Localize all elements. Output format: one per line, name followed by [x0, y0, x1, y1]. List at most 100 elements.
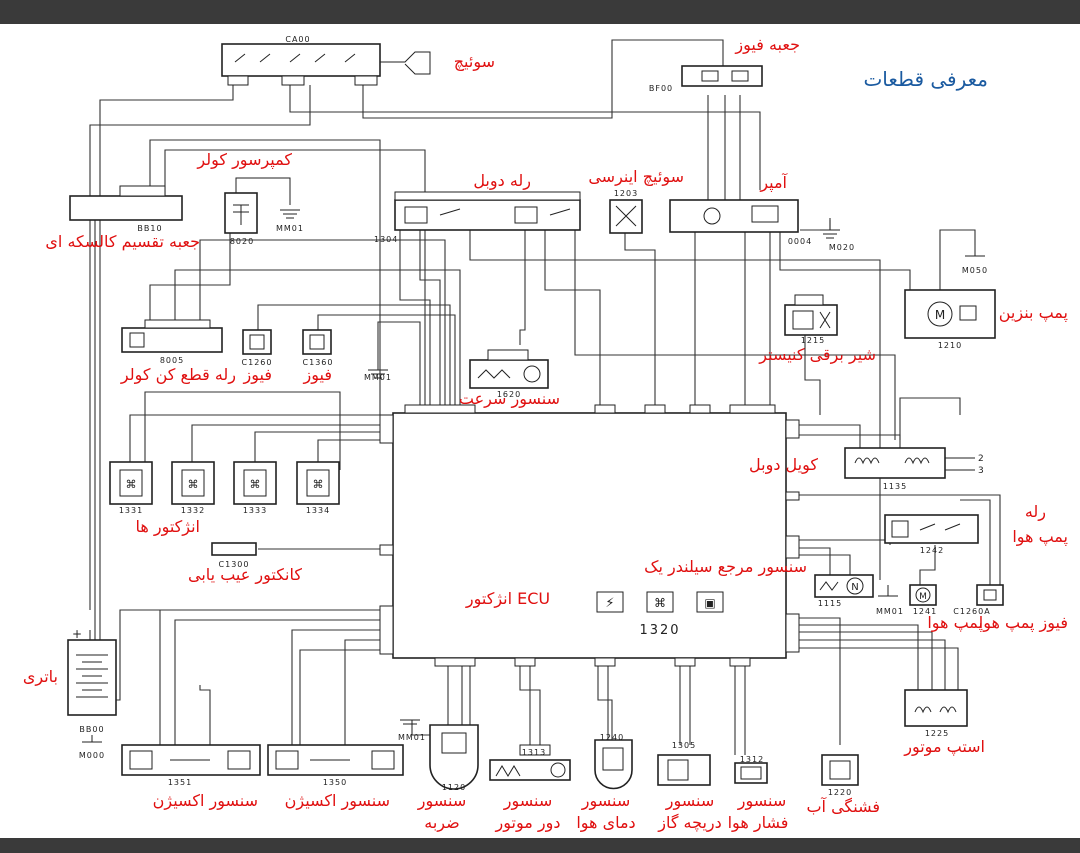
- component-diagnostic-connector[interactable]: C1300 کانکتور عیب یابی: [188, 542, 302, 585]
- stepper-motor-code: 1225: [925, 729, 949, 738]
- component-injector-1331[interactable]: ⌘ 1331: [109, 461, 153, 515]
- double-relay-code: 1304: [374, 235, 398, 244]
- diagnostic-connector-label: کانکتور عیب یابی: [188, 565, 302, 585]
- component-inertia-switch[interactable]: 1203 سوئیچ اینرسی: [588, 167, 684, 234]
- ground-mm01-c-code: MM01: [876, 607, 904, 616]
- battery-code: BB00: [79, 725, 104, 734]
- fuse-c1260-code: C1260: [242, 358, 273, 367]
- component-water-sensor[interactable]: 1220 فشنگی آب: [806, 754, 880, 816]
- svg-text:+: +: [72, 627, 82, 641]
- ground-m020: M020: [820, 218, 854, 252]
- component-fuse-c1360[interactable]: C1360 فیوز: [302, 329, 334, 385]
- ground-m000: M000: [79, 735, 105, 760]
- injector-1333-code: 1333: [243, 506, 267, 515]
- knock-sensor-label-line2: ضربه: [424, 813, 459, 833]
- air-temp-sensor-label-line1: سنسور: [581, 791, 631, 811]
- inertia-switch-label: سوئیچ اینرسی: [588, 167, 684, 187]
- component-battery[interactable]: + BB00 باتری: [23, 627, 117, 734]
- ground-m050-code: M050: [962, 266, 988, 275]
- injectors-label: انژکتور ها: [135, 517, 200, 537]
- air-pressure-sensor-code: 1312: [740, 755, 764, 764]
- component-injector-1334[interactable]: ⌘ 1334: [296, 461, 340, 515]
- double-coil-label: کویل دوبل: [749, 455, 818, 475]
- ecu-code: 1320: [639, 623, 680, 638]
- ground-mm01-b-code: MM01: [364, 373, 392, 382]
- svg-text:2: 2: [978, 454, 984, 464]
- svg-text:⌘: ⌘: [250, 478, 261, 491]
- injector-1331-code: 1331: [119, 506, 143, 515]
- cylinder-ref-sensor-label: سنسور مرجع سیلندر یک: [644, 557, 807, 577]
- component-fuse-box[interactable]: BF00 جعبه فیوز: [649, 35, 800, 93]
- component-oxygen-sensor-1350[interactable]: 1350 سنسور اکسیژن: [267, 744, 404, 811]
- cooler-cut-relay-code: 8005: [160, 356, 184, 365]
- throttle-sensor-label-line2: دریچه گاز: [657, 813, 722, 833]
- component-throttle-sensor[interactable]: 1305 سنسور دریچه گاز: [657, 741, 722, 833]
- oxygen-sensor-1351-label: سنسور اکسیژن: [153, 791, 258, 811]
- ground-m050: M050: [962, 245, 988, 275]
- oxygen-sensor-1350-code: 1350: [323, 778, 347, 787]
- component-canister-valve[interactable]: 1215 شیر برقی کنیستر: [758, 294, 876, 365]
- battery-label: باتری: [23, 667, 58, 687]
- water-sensor-label: فشنگی آب: [806, 797, 880, 816]
- cooler-compressor-label: کمپرسور کولر: [196, 150, 292, 170]
- component-knock-sensor[interactable]: 1120 سنسور ضربه: [417, 724, 479, 833]
- svg-text:N: N: [851, 582, 858, 593]
- air-pressure-sensor-label-line2: فشار هوا: [728, 813, 789, 833]
- component-body-distribution-box[interactable]: BB10 جعبه تقسیم کالسکه ای: [45, 185, 200, 251]
- ecu-1320[interactable]: ⚡ ⌘ ▣ 1320 انژکتور ECU: [379, 404, 800, 667]
- air-pump-code: 1241: [913, 607, 937, 616]
- component-fuel-pump[interactable]: M 1210 پمپ بنزین: [904, 289, 1068, 350]
- air-pump-relay-label-line1: رله: [1025, 502, 1046, 522]
- component-oxygen-sensor-1351[interactable]: 1351 سنسور اکسیژن: [121, 744, 261, 811]
- ground-mm01-b: MM01: [364, 369, 392, 382]
- component-ignition-switch[interactable]: CA00 سوئیچ: [221, 35, 495, 86]
- knock-sensor-code: 1120: [442, 783, 466, 792]
- component-injector-1333[interactable]: ⌘ 1333: [233, 461, 277, 515]
- component-fuse-c1260[interactable]: C1260 فیوز: [242, 329, 273, 385]
- ecu-label: انژکتور ECU: [465, 589, 550, 609]
- component-air-temp-sensor[interactable]: 1240 سنسور دمای هوا: [576, 733, 635, 833]
- rpm-sensor-label-line1: سنسور: [503, 791, 553, 811]
- distribution-box-label: جعبه تقسیم کالسکه ای: [45, 232, 200, 251]
- cylinder-ref-sensor-code: 1115: [818, 599, 842, 608]
- oxygen-sensor-1350-label: سنسور اکسیژن: [285, 791, 390, 811]
- fuse-box-label: جعبه فیوز: [734, 35, 800, 55]
- water-sensor-code: 1220: [828, 788, 852, 797]
- component-ammeter[interactable]: 0004 آمپر: [669, 173, 812, 246]
- component-air-pump-fuse[interactable]: C1260A فیوز پمپ هوا: [953, 584, 1068, 633]
- component-speed-sensor[interactable]: 1620 سنسور سرعت: [459, 349, 560, 409]
- air-pressure-sensor-label-line1: سنسور: [737, 791, 787, 811]
- component-double-relay[interactable]: 1304 رله دوبل: [374, 171, 581, 244]
- ground-m000-code: M000: [79, 751, 105, 760]
- svg-text:⌘: ⌘: [188, 478, 199, 491]
- fuse-box-code: BF00: [649, 84, 673, 93]
- canister-valve-code: 1215: [801, 336, 825, 345]
- knock-sensor-label-line1: سنسور: [417, 791, 467, 811]
- component-cooler-cut-relay[interactable]: 8005 رله قطع کن کولر: [120, 319, 236, 385]
- rpm-sensor-label-line2: دور موتور: [495, 813, 561, 833]
- ammeter-code: 0004: [788, 237, 812, 246]
- component-cooler-compressor[interactable]: 8020 کمپرسور کولر: [196, 150, 292, 246]
- throttle-sensor-label-line1: سنسور: [665, 791, 715, 811]
- throttle-sensor-code: 1305: [672, 741, 696, 750]
- distribution-box-code: BB10: [137, 224, 162, 233]
- component-air-pressure-sensor[interactable]: 1312 سنسور فشار هوا: [728, 755, 789, 833]
- svg-text:M: M: [919, 592, 927, 602]
- component-rpm-sensor[interactable]: 1313 سنسور دور موتور: [489, 744, 571, 833]
- component-cylinder-ref-sensor[interactable]: N 1115 سنسور مرجع سیلندر یک: [644, 557, 874, 608]
- svg-text:M: M: [935, 308, 945, 322]
- svg-text:3: 3: [978, 466, 984, 476]
- component-double-coil[interactable]: 2 3 1135 کویل دوبل: [749, 447, 984, 491]
- component-air-pump[interactable]: M 1241 پمپ هوا: [909, 584, 983, 633]
- component-stepper-motor[interactable]: 1225 استپ موتور: [903, 689, 985, 757]
- diagnostic-connector-code: C1300: [219, 560, 250, 569]
- component-injector-1332[interactable]: ⌘ 1332: [171, 461, 215, 515]
- double-coil-code: 1135: [883, 482, 907, 491]
- ground-mm01-a: MM01: [235, 177, 303, 233]
- oxygen-sensor-1351-code: 1351: [168, 778, 192, 787]
- speed-sensor-code: 1620: [497, 390, 521, 399]
- ignition-switch-code: CA00: [285, 35, 310, 44]
- component-air-pump-relay[interactable]: 1242 رله پمپ هوا: [884, 502, 1068, 555]
- svg-text:⌘: ⌘: [654, 596, 666, 610]
